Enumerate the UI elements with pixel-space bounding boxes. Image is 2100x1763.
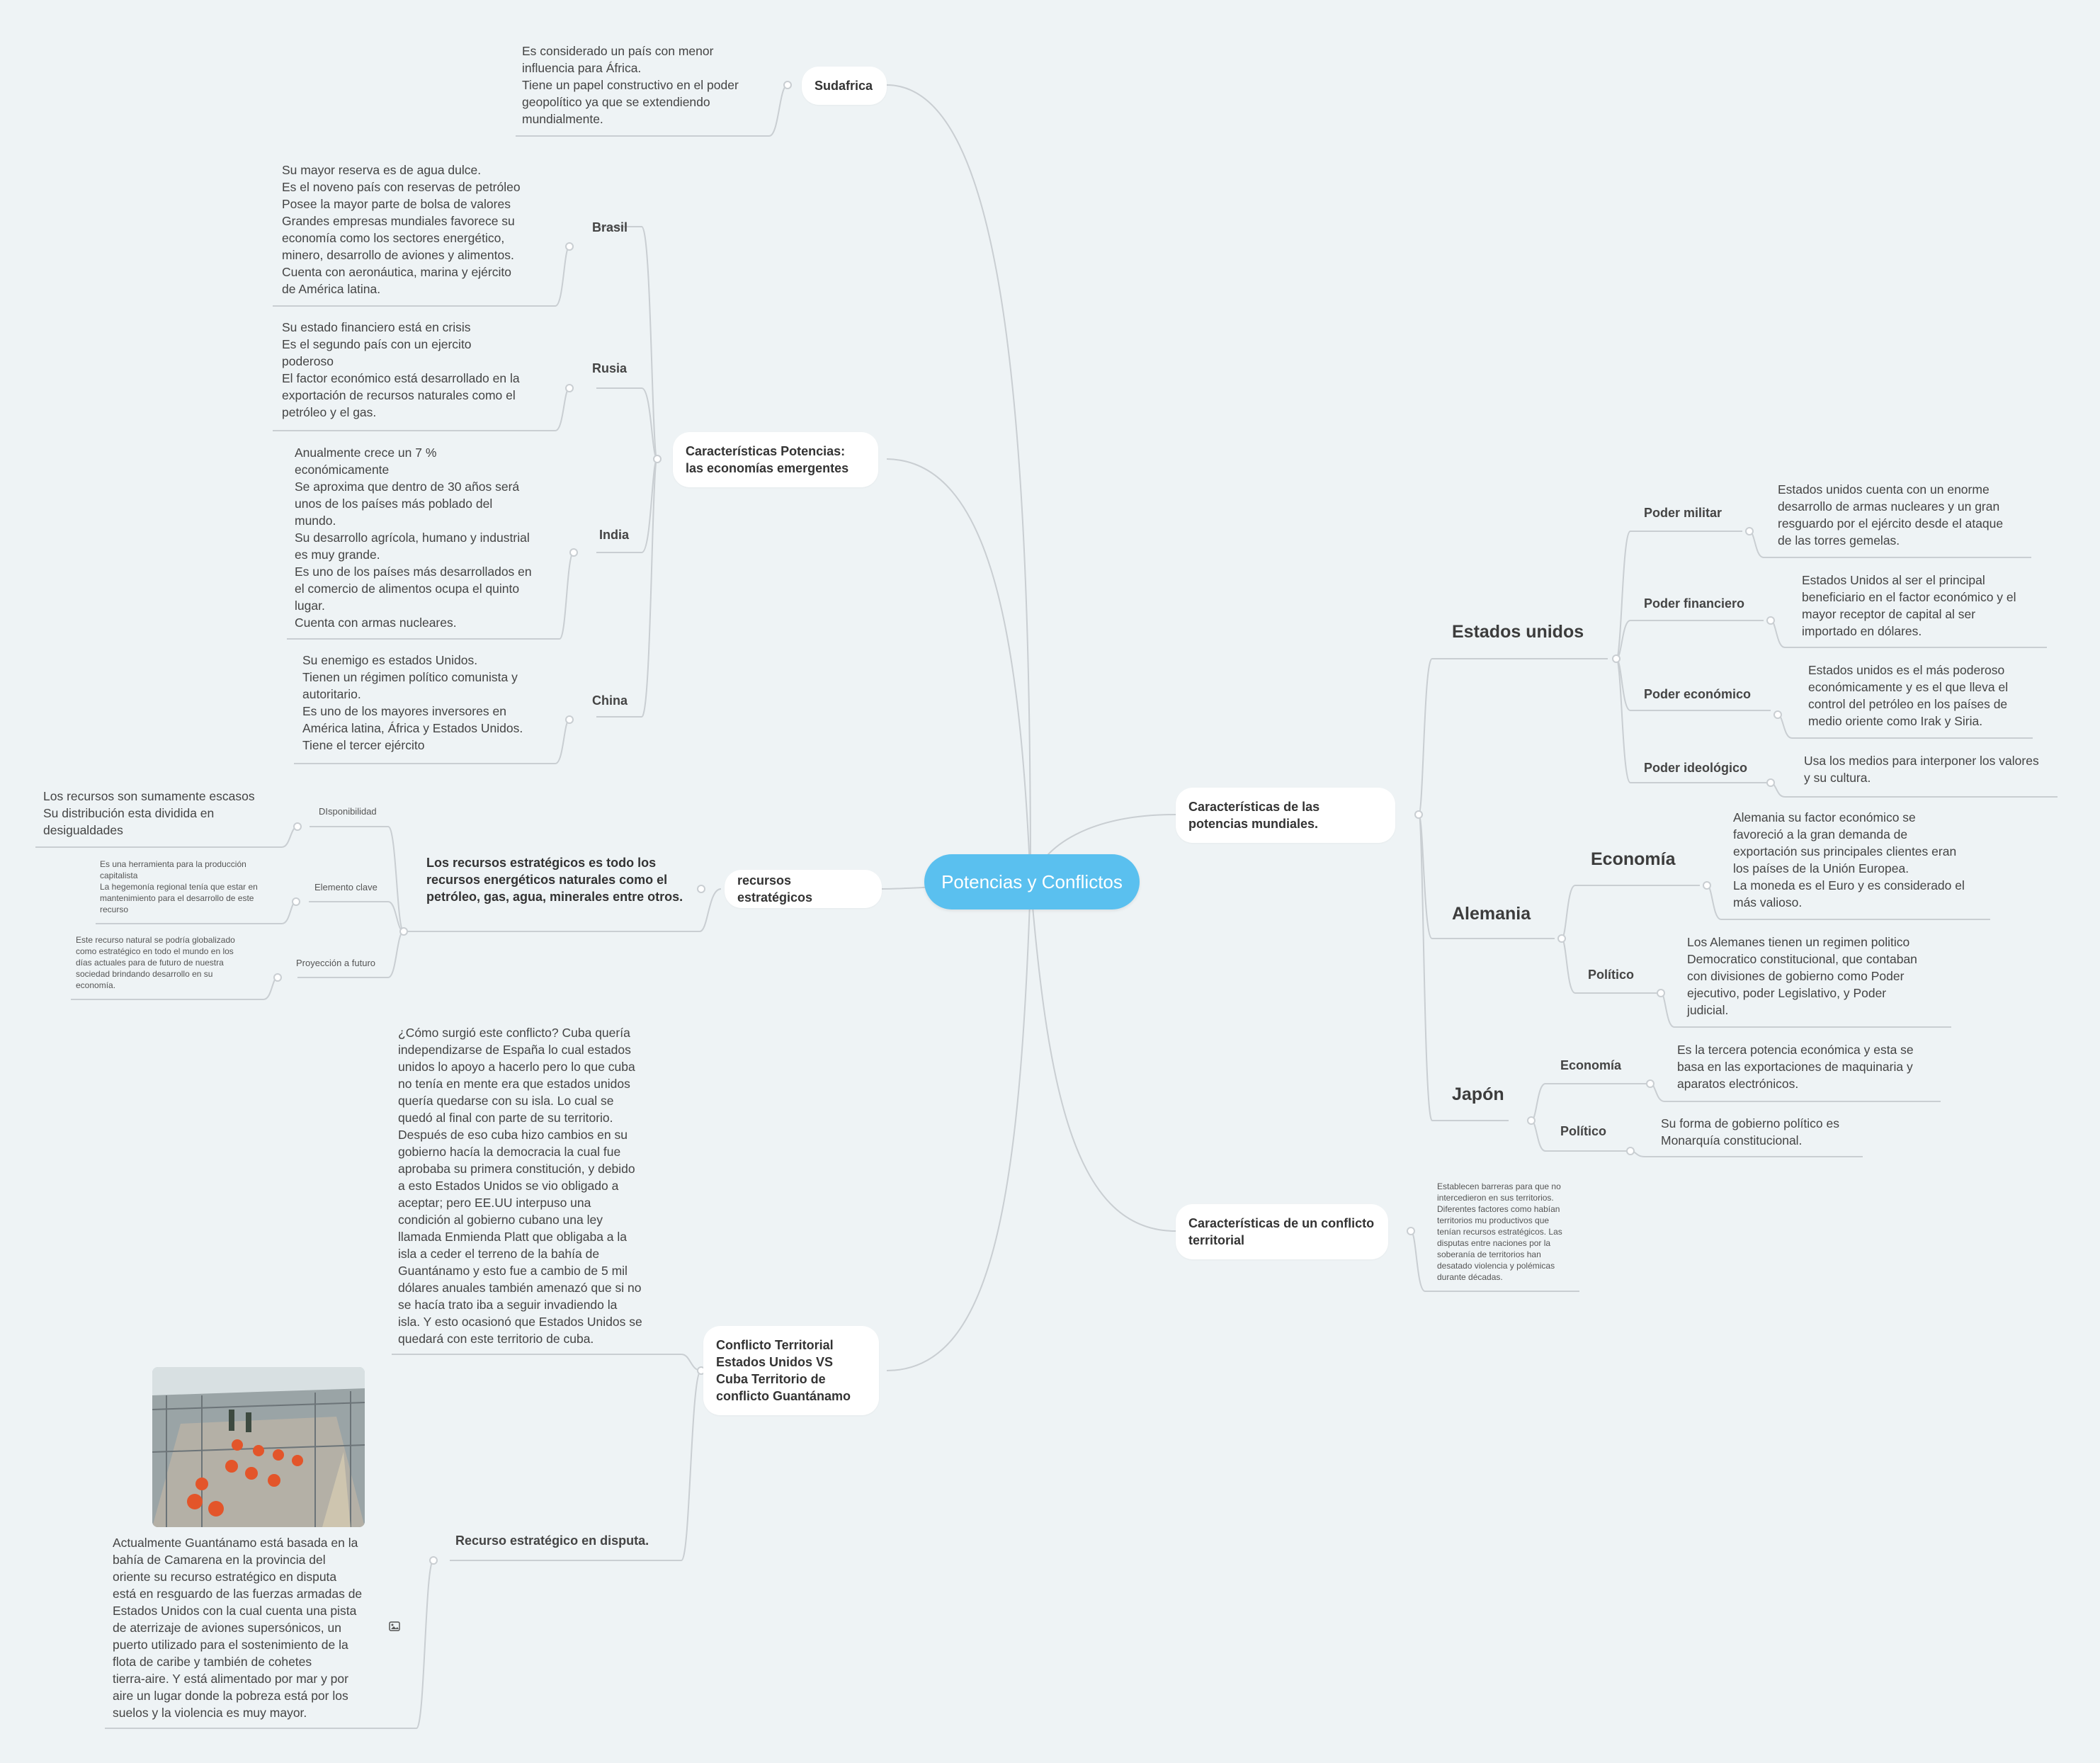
label-proyeccion[interactable]: Proyección a futuro <box>296 958 376 968</box>
label-poder-ideologico[interactable]: Poder ideológico <box>1644 761 1748 775</box>
territorial-text[interactable]: Establecen barreras para que no interced… <box>1437 1181 1562 1282</box>
label-disponibilidad[interactable]: DIsponibilidad <box>319 806 377 817</box>
japon-economia-text[interactable]: Es la tercera potencia económica y esta … <box>1677 1043 1914 1091</box>
topic-sudafrica[interactable]: Sudafrica <box>802 67 887 105</box>
poder-militar-text[interactable]: Estados unidos cuenta con un enorme desa… <box>1778 482 2004 548</box>
poder-financiero-text[interactable]: Estados Unidos al ser el principal benef… <box>1802 573 2016 638</box>
alemania-politico-text[interactable]: Los Alemanes tienen un regimen politico … <box>1687 935 1917 1017</box>
label-japon[interactable]: Japón <box>1452 1084 1504 1104</box>
guantanamo-photo <box>152 1367 365 1527</box>
topic-recursos-estrategicos[interactable]: recursos estratégicos <box>725 870 882 908</box>
image-icon[interactable] <box>389 1621 400 1635</box>
china-text[interactable]: Su enemigo es estados Unidos. Tienen un … <box>302 653 523 752</box>
topic-economias-emergentes[interactable]: Características Potencias: las economías… <box>673 432 878 487</box>
label-poder-economico[interactable]: Poder económico <box>1644 687 1752 701</box>
japon-politico-text[interactable]: Su forma de gobierno político es Monarqu… <box>1661 1116 1839 1147</box>
label-japon-economia[interactable]: Economía <box>1560 1058 1622 1072</box>
root-node[interactable]: Potencias y Conflictos <box>924 854 1140 909</box>
label-elemento-clave[interactable]: Elemento clave <box>314 882 378 892</box>
label-alemania[interactable]: Alemania <box>1452 904 1531 924</box>
topic-potencias-mundiales[interactable]: Características de las potencias mundial… <box>1176 788 1395 843</box>
label-rusia[interactable]: Rusia <box>592 361 628 375</box>
label-recurso-disputa[interactable]: Recurso estratégico en disputa. <box>455 1534 649 1548</box>
disponibilidad-text[interactable]: Los recursos son sumamente escasos Su di… <box>43 789 255 837</box>
label-china[interactable]: China <box>592 693 628 708</box>
proyeccion-text[interactable]: Este recurso natural se podría globaliza… <box>76 935 235 990</box>
topic-conflicto-territorial[interactable]: Conflicto Territorial Estados Unidos VS … <box>703 1326 879 1415</box>
label-poder-financiero[interactable]: Poder financiero <box>1644 596 1745 611</box>
label-brasil[interactable]: Brasil <box>592 220 628 234</box>
elemento-clave-text[interactable]: Es una herramienta para la producción ca… <box>100 859 258 914</box>
poder-ideologico-text[interactable]: Usa los medios para interponer los valor… <box>1804 754 2039 785</box>
topic-conflicto-territorial-caracteristicas[interactable]: Características de un conflicto territor… <box>1176 1204 1388 1259</box>
label-alemania-economia[interactable]: Economía <box>1591 849 1676 869</box>
label-japon-politico[interactable]: Político <box>1560 1124 1607 1138</box>
alemania-economia-text[interactable]: Alemania su factor económico se favoreci… <box>1733 810 1965 909</box>
label-poder-militar[interactable]: Poder militar <box>1644 506 1722 520</box>
poder-economico-text[interactable]: Estados unidos es el más poderoso económ… <box>1808 663 2009 728</box>
label-india[interactable]: India <box>599 528 630 542</box>
label-estados-unidos[interactable]: Estados unidos <box>1452 622 1584 642</box>
recurso-disputa-text[interactable]: Actualmente Guantánamo está basada en la… <box>113 1536 363 1720</box>
brasil-text[interactable]: Su mayor reserva es de agua dulce. Es el… <box>282 163 521 296</box>
label-alemania-politico[interactable]: Político <box>1588 968 1635 982</box>
recursos-definition[interactable]: Los recursos estratégicos es todo los re… <box>426 856 683 904</box>
conflicto-text[interactable]: ¿Cómo surgió este conflicto? Cuba quería… <box>398 1026 642 1346</box>
sudafrica-text[interactable]: Es considerado un país con menor influen… <box>522 44 739 126</box>
india-text[interactable]: Anualmente crece un 7 % económicamente S… <box>295 446 532 630</box>
rusia-text[interactable]: Su estado financiero está en crisis Es e… <box>282 320 520 419</box>
